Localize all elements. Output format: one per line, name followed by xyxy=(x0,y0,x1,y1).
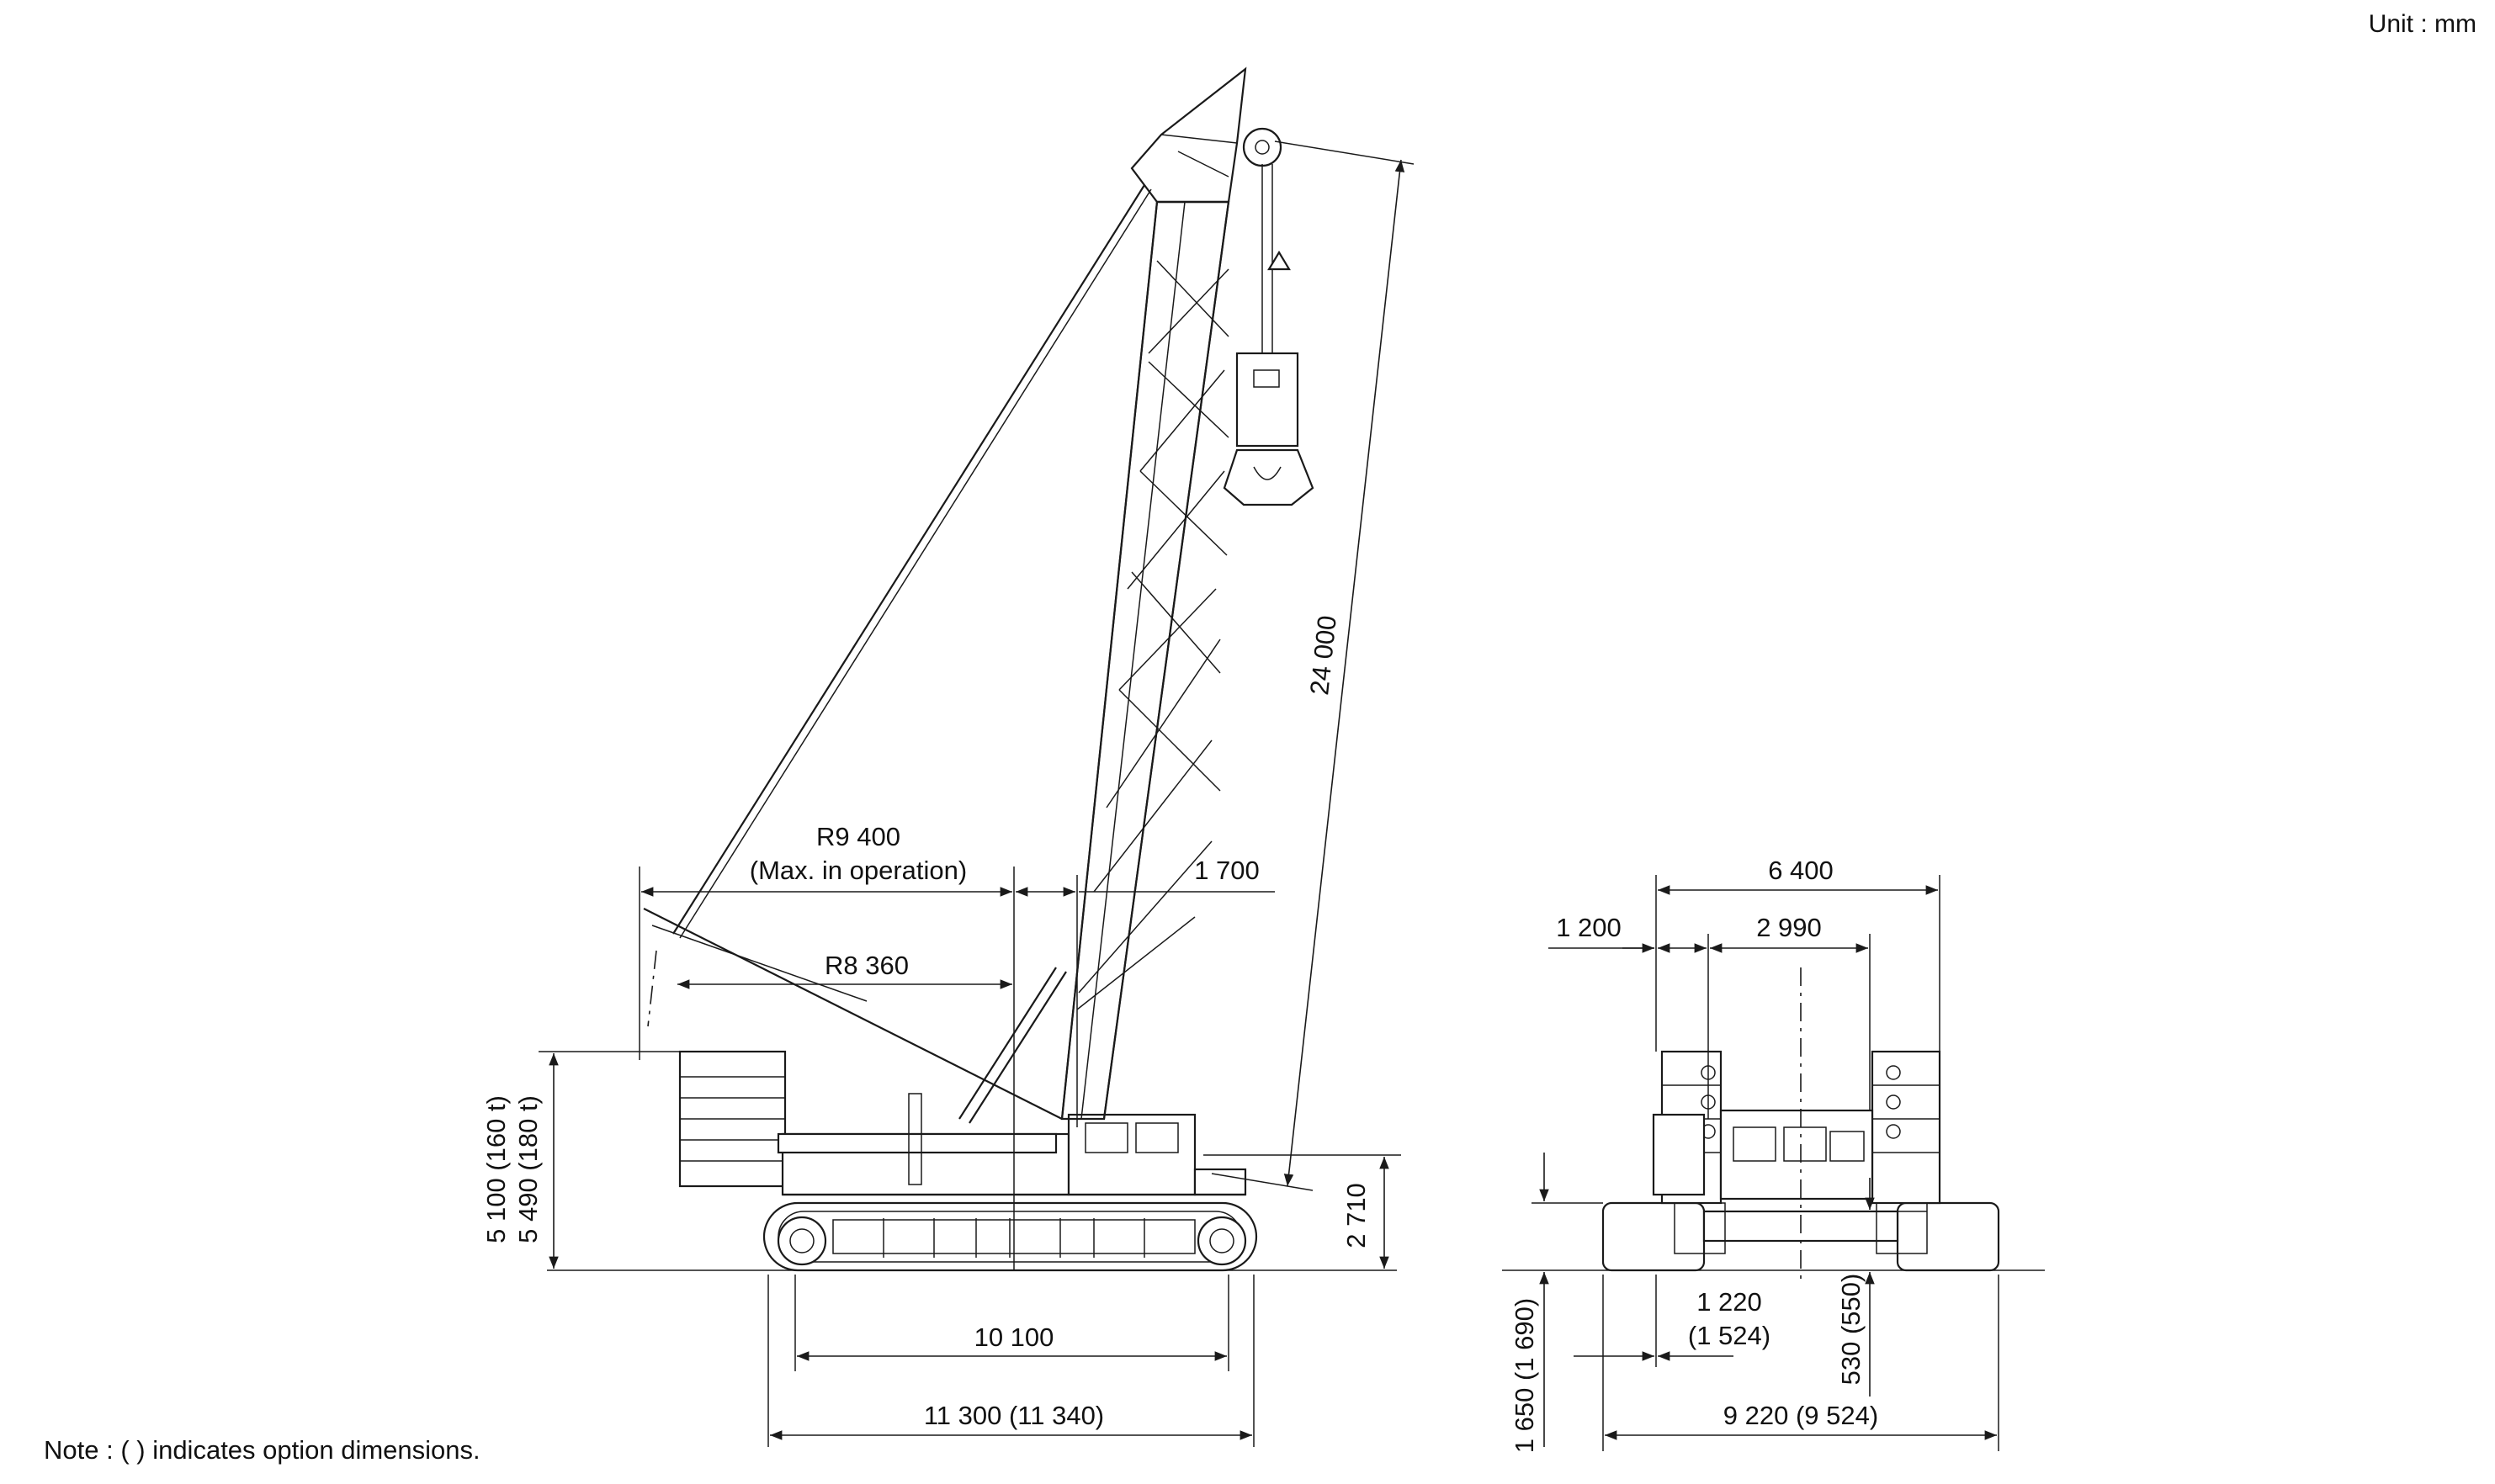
cab-height-label: 2 710 xyxy=(1341,1183,1371,1248)
front-engine-block xyxy=(1719,1109,1874,1200)
right-crawler xyxy=(1896,1201,2000,1272)
boom-length-label: 24 000 xyxy=(1304,614,1342,697)
front-cab xyxy=(1652,1113,1706,1196)
radius-max-note: (Max. in operation) xyxy=(750,856,967,885)
front-view: 6 400 1 200 2 990 1 650 (1 690) 1 220 (1… xyxy=(1502,856,2045,1453)
side-upper-body xyxy=(678,1050,1247,1196)
tumbler-distance-label: 10 100 xyxy=(974,1322,1054,1352)
upper-overall-width-label: 6 400 xyxy=(1768,856,1834,885)
note-text: Note : ( ) indicates option dimensions. xyxy=(44,1435,480,1465)
crawler-height-label: 1 650 (1 690) xyxy=(1510,1298,1539,1453)
unit-label: Unit : mm xyxy=(2369,10,2476,38)
ground-clearance-label: 530 (550) xyxy=(1836,1274,1866,1386)
crawler-length-label: 11 300 (11 340) xyxy=(924,1401,1104,1430)
shoe-offset-option-label: (1 524) xyxy=(1688,1321,1770,1350)
pendant-ropes xyxy=(643,184,1152,1124)
left-crawler xyxy=(1601,1201,1706,1272)
shoe-offset-label: 1 220 xyxy=(1696,1287,1762,1317)
left-offset-label: 1 200 xyxy=(1556,913,1622,942)
boom xyxy=(1060,66,1282,1121)
right-counterweight-stack xyxy=(1871,1050,1941,1205)
operator-cab xyxy=(1067,1113,1197,1196)
counterweight-height-a: 5 100 (160 t) xyxy=(481,1095,511,1243)
hook-block xyxy=(1223,164,1314,506)
overall-width-label: 9 220 (9 524) xyxy=(1723,1401,1878,1430)
radius-max-label: R9 400 xyxy=(816,822,900,851)
side-crawler-track xyxy=(762,1201,1258,1272)
radius-tail-label: R8 360 xyxy=(825,951,909,980)
offset-label: 1 700 xyxy=(1194,856,1260,885)
boom-length-dimension-line xyxy=(1283,159,1405,1187)
counterweight-height-b: 5 490 (180 t) xyxy=(513,1095,543,1243)
upper-width-label: 2 990 xyxy=(1756,913,1822,942)
side-view: 24 000 R9 400 (Max. in operation) 1 700 … xyxy=(481,66,1415,1447)
